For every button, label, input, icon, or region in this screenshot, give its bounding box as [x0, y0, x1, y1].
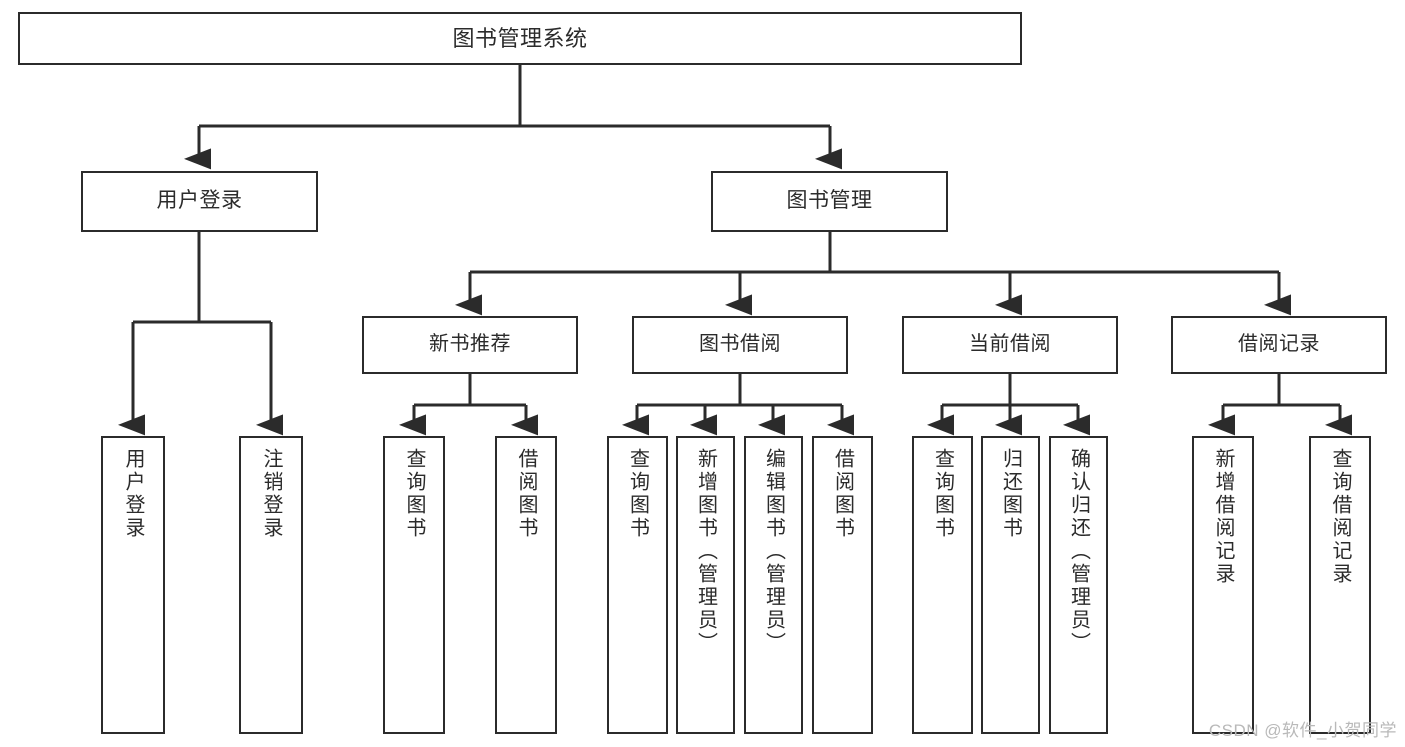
node-label: 用户登录 — [156, 189, 243, 213]
node-new-book-recommend[interactable]: 新书推荐 — [362, 316, 578, 374]
node-leaf-borrow-book[interactable]: 借阅图书 — [812, 436, 873, 734]
node-leaf-add-borrow-record[interactable]: 新增借阅记录 — [1192, 436, 1254, 734]
watermark-credit: CSDN @软件_小贺同学 — [1208, 721, 1397, 740]
node-leaf-user-login[interactable]: 用户登录 — [101, 436, 165, 734]
node-root-book-management-system[interactable]: 图书管理系统 — [18, 12, 1022, 65]
node-label: 归还图书 — [999, 448, 1022, 540]
node-leaf-query-borrow-record[interactable]: 查询借阅记录 — [1309, 436, 1371, 734]
node-leaf-edit-book-admin[interactable]: 编辑图书（管理员） — [744, 436, 803, 734]
node-label: 新增图书（管理员） — [694, 448, 717, 655]
node-label: 图书管理系统 — [452, 25, 588, 51]
node-label: 当前借阅 — [969, 333, 1051, 356]
node-label: 新书推荐 — [429, 333, 511, 356]
node-label: 用户登录 — [122, 448, 144, 540]
node-leaf-return-book[interactable]: 归还图书 — [981, 436, 1040, 734]
node-leaf-user-logout[interactable]: 注销登录 — [239, 436, 303, 734]
node-borrow-record[interactable]: 借阅记录 — [1171, 316, 1387, 374]
node-label: 查询图书 — [626, 448, 649, 540]
node-user-login[interactable]: 用户登录 — [81, 171, 318, 232]
node-label: 查询借阅记录 — [1329, 448, 1351, 586]
node-leaf-borrow-book-recommend[interactable]: 借阅图书 — [495, 436, 557, 734]
node-leaf-query-book-current[interactable]: 查询图书 — [912, 436, 973, 734]
node-label: 图书管理 — [786, 189, 873, 213]
node-label: 编辑图书（管理员） — [762, 448, 785, 655]
node-label: 注销登录 — [260, 448, 282, 540]
node-leaf-add-book-admin[interactable]: 新增图书（管理员） — [676, 436, 735, 734]
node-leaf-confirm-return-admin[interactable]: 确认归还（管理员） — [1049, 436, 1108, 734]
node-label: 查询图书 — [403, 448, 425, 540]
node-label: 借阅图书 — [515, 448, 537, 540]
node-current-borrow[interactable]: 当前借阅 — [902, 316, 1118, 374]
node-book-borrow[interactable]: 图书借阅 — [632, 316, 848, 374]
node-leaf-query-book-borrow[interactable]: 查询图书 — [607, 436, 668, 734]
node-label: 确认归还（管理员） — [1067, 448, 1090, 655]
node-book-manage[interactable]: 图书管理 — [711, 171, 948, 232]
node-label: 新增借阅记录 — [1212, 448, 1234, 586]
node-leaf-query-book-recommend[interactable]: 查询图书 — [383, 436, 445, 734]
node-label: 借阅图书 — [831, 448, 854, 540]
node-label: 借阅记录 — [1238, 333, 1320, 356]
node-label: 查询图书 — [931, 448, 954, 540]
node-label: 图书借阅 — [699, 333, 781, 356]
